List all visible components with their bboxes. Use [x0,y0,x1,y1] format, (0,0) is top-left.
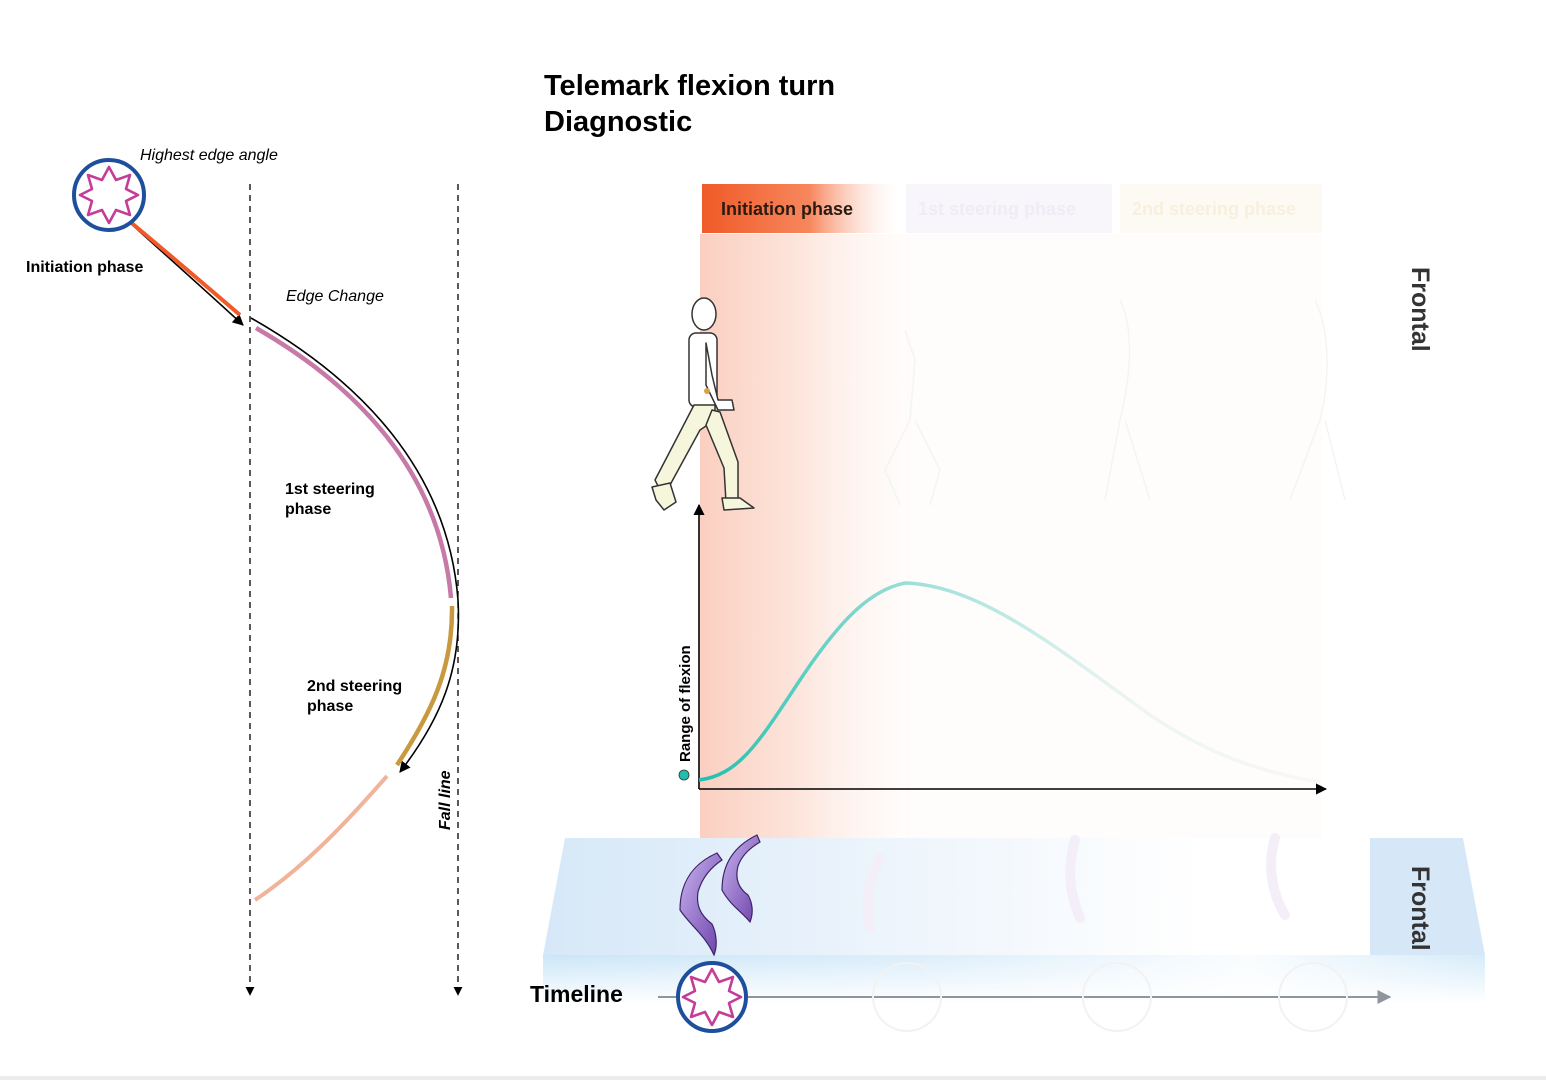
timeline-label: Timeline [530,981,623,1007]
tab-initiation-phase-label: Initiation phase [721,199,853,219]
tab-steering2-phase-label: 2nd steering phase [1132,199,1296,219]
ski-right-icon [721,834,761,924]
timeline-star-icon [676,961,748,1033]
flexion-graph: Range of flexion [677,503,1328,795]
title-line-1: Telemark flexion turn [544,70,835,102]
skier-figure [651,297,755,511]
ylabel-marker [678,769,690,781]
bottom-border [0,1076,1546,1080]
steering1-label-line1: 1st steering [285,481,375,498]
later-phases-background [906,234,1322,838]
y-axis-label: Range of flexion [677,645,694,762]
exit-segment [253,774,389,902]
steering1-segment [254,326,454,599]
flexion-curve [698,581,1321,784]
timeline-ghost-marker-3 [1278,962,1348,1032]
skier-figure-ghosts [884,299,1346,506]
tab-steering1-phase [906,184,1112,233]
ski-ghost-icons [862,833,1290,933]
turn-trajectory: Highest edge angle Initiation phase Edge… [26,147,463,996]
phase-tabs: Initiation phase 1st steering phase 2nd … [702,184,1322,233]
ski-left-icon [679,852,723,957]
timeline-ghost-marker-1 [872,962,942,1032]
steering1-label-line2: phase [285,501,331,518]
tab-steering2-phase [1120,184,1322,233]
frontal-label-top: Frontal [1406,267,1434,352]
steering2-label-line1: 2nd steering [307,678,402,695]
timeline: Timeline [530,961,1392,1033]
steering2-segment [395,605,455,767]
platform-top [543,838,1370,955]
edge-change-label: Edge Change [286,288,384,305]
tab-initiation-phase [702,184,898,233]
ski-icons [679,833,1290,957]
initiation-segment [126,218,242,317]
fall-line-label: Fall line [437,770,454,830]
steering2-label-line2: phase [307,698,353,715]
initiation-phase-label: Initiation phase [26,259,143,276]
frontal-label-bottom: Frontal [1406,866,1434,951]
platform-right-block [1370,838,1485,955]
trajectory-curve [250,317,460,773]
timeline-ghost-marker-2 [1082,962,1152,1032]
highest-edge-star-icon [72,158,146,232]
tab-steering1-phase-label: 1st steering phase [918,199,1076,219]
title-line-2: Diagnostic [544,106,692,138]
highest-edge-angle-label: Highest edge angle [140,147,278,164]
